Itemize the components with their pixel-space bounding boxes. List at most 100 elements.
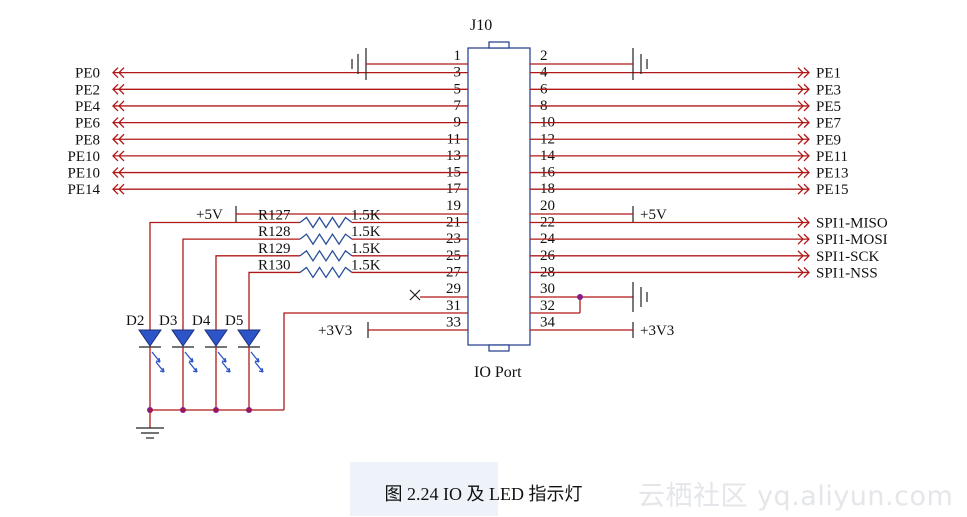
power-3v3-right-label: +3V3 bbox=[640, 323, 674, 339]
net-port-arrow bbox=[118, 183, 125, 195]
net-port-arrow bbox=[803, 167, 810, 179]
led-light-arrow bbox=[188, 361, 198, 373]
net-label-right: PE1 bbox=[816, 66, 841, 82]
net-port-arrow bbox=[797, 233, 804, 245]
pin-number-right: 20 bbox=[540, 198, 555, 214]
net-port-arrow bbox=[803, 83, 810, 95]
net-port-arrow bbox=[112, 117, 119, 129]
net-port-arrow bbox=[803, 217, 810, 228]
resistor-value: 1.5K bbox=[351, 257, 381, 273]
pin-number-right: 30 bbox=[540, 281, 555, 297]
spi-net-label: SPI1-MISO bbox=[816, 216, 888, 232]
led-ref: D2 bbox=[126, 313, 144, 329]
led-symbol bbox=[204, 329, 228, 347]
caption-highlight bbox=[350, 462, 498, 516]
led-ref: D5 bbox=[225, 313, 243, 329]
net-port-arrow bbox=[797, 250, 804, 262]
net-port-arrow bbox=[118, 167, 125, 179]
net-label-right: PE15 bbox=[816, 182, 849, 198]
net-port-arrow bbox=[118, 133, 125, 145]
power-5v-left-label: +5V bbox=[196, 207, 223, 223]
net-port-arrow bbox=[797, 150, 804, 162]
led-ref: D4 bbox=[192, 313, 211, 329]
net-port-arrow bbox=[118, 83, 125, 95]
net-port-arrow bbox=[797, 133, 804, 145]
resistor-value: 1.5K bbox=[351, 208, 381, 224]
resistor-symbol bbox=[299, 232, 353, 246]
led-light-arrow bbox=[217, 351, 227, 363]
pin-number-right: 32 bbox=[540, 298, 555, 314]
led-symbol bbox=[138, 329, 162, 347]
pin-number-right: 2 bbox=[540, 48, 548, 64]
led-anode-wire bbox=[182, 238, 300, 330]
net-label-left: PE2 bbox=[75, 82, 100, 98]
resistor-symbol bbox=[299, 266, 353, 279]
led-anode-wire bbox=[215, 255, 300, 330]
no-connect-mark bbox=[409, 289, 468, 301]
net-port-arrow bbox=[803, 133, 810, 145]
pin-number-left: 19 bbox=[446, 198, 461, 214]
net-port-arrow bbox=[112, 83, 119, 95]
net-label-left: PE10 bbox=[67, 149, 100, 165]
net-port-arrow bbox=[797, 266, 804, 278]
ground-symbol-right bbox=[530, 48, 648, 80]
led-anode-wire bbox=[248, 271, 300, 330]
net-port-arrow bbox=[803, 117, 810, 129]
led-light-arrow bbox=[221, 361, 231, 373]
led-light-arrow bbox=[155, 361, 165, 373]
net-port-arrow bbox=[797, 83, 804, 95]
pin-number-left: 33 bbox=[446, 314, 461, 330]
net-port-arrow bbox=[118, 117, 125, 129]
led-light-arrow bbox=[254, 361, 264, 373]
net-port-arrow bbox=[118, 67, 125, 79]
net-port-arrow bbox=[112, 100, 119, 112]
connector-body bbox=[467, 47, 531, 346]
net-label-right: PE5 bbox=[816, 99, 841, 115]
pin-number-left: 1 bbox=[454, 48, 462, 64]
net-port-arrow bbox=[797, 183, 804, 195]
resistor-ref: R129 bbox=[258, 241, 291, 257]
led-ref: D3 bbox=[159, 313, 177, 329]
net-port-arrow bbox=[803, 250, 810, 262]
net-port-arrow bbox=[803, 67, 810, 79]
net-port-arrow bbox=[797, 67, 804, 79]
net-port-arrow bbox=[797, 217, 804, 228]
net-port-arrow bbox=[803, 233, 810, 245]
net-label-left: PE4 bbox=[75, 99, 101, 115]
led-ground-bus bbox=[136, 409, 284, 439]
spi-net-label: SPI1-NSS bbox=[816, 265, 878, 281]
power-5v-right-label: +5V bbox=[640, 207, 667, 223]
net-label-right: PE7 bbox=[816, 116, 842, 132]
ground-symbol-pin30 bbox=[530, 282, 648, 314]
net-port-arrow bbox=[803, 183, 810, 195]
power-3v3-right bbox=[530, 322, 634, 338]
net-label-right: PE13 bbox=[816, 166, 849, 182]
led-symbol bbox=[171, 329, 195, 347]
resistor-value: 1.5K bbox=[351, 224, 381, 240]
power-5v-right bbox=[530, 206, 634, 222]
power-3v3-left-label: +3V3 bbox=[318, 323, 352, 339]
led-light-arrow bbox=[184, 351, 194, 363]
net-label-right: PE11 bbox=[816, 149, 848, 165]
net-port-arrow bbox=[112, 183, 119, 195]
net-label-right: PE9 bbox=[816, 132, 841, 148]
spi-net-label: SPI1-MOSI bbox=[816, 232, 888, 248]
net-port-arrow bbox=[112, 150, 119, 162]
connector-key-top bbox=[488, 41, 510, 49]
watermark: 云栖社区 yq.aliyun.com bbox=[638, 481, 954, 512]
net-label-left: PE6 bbox=[75, 116, 101, 132]
net-port-arrow bbox=[112, 133, 119, 145]
connector-key-bottom bbox=[488, 344, 510, 352]
net-port-arrow bbox=[803, 150, 810, 162]
net-label-left: PE14 bbox=[67, 182, 100, 198]
led-light-arrow bbox=[250, 351, 260, 363]
resistor-symbol bbox=[299, 249, 353, 262]
connector-name: IO Port bbox=[474, 364, 522, 381]
net-port-arrow bbox=[118, 150, 125, 162]
resistor-ref: R128 bbox=[258, 224, 291, 240]
resistor-symbol bbox=[299, 216, 353, 229]
net-port-arrow bbox=[803, 100, 810, 112]
net-port-arrow bbox=[803, 266, 810, 278]
